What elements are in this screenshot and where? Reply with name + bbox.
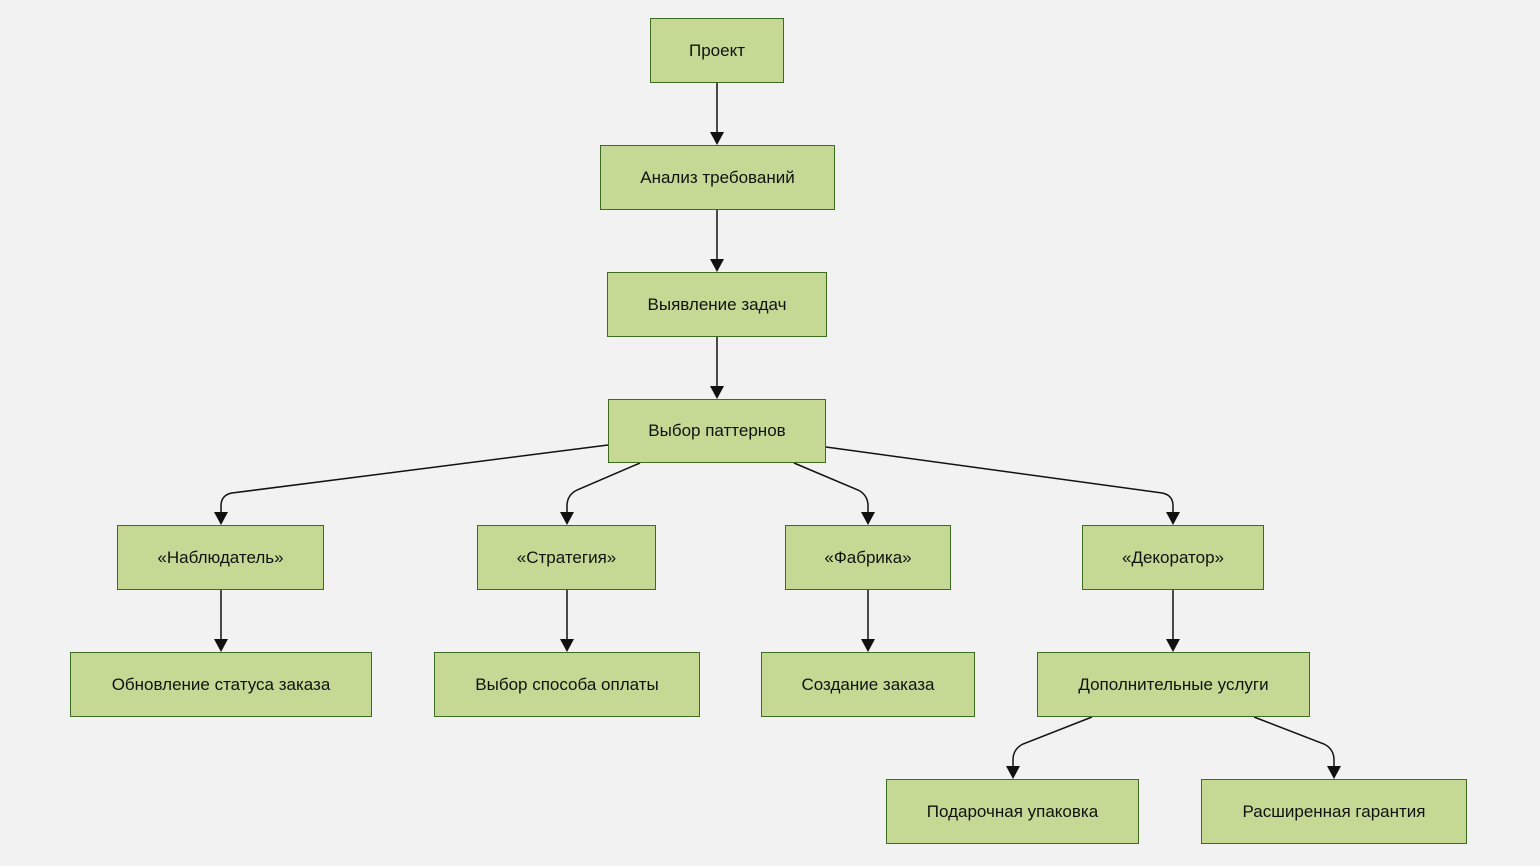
node-requirements-analysis[interactable]: Анализ требований [600,145,835,210]
arrowhead-icon [1166,512,1180,525]
edge-patterns-decorator [825,446,1180,525]
arrowhead-icon [1166,639,1180,652]
edge-extra-services-gift-wrap [1006,716,1093,779]
node-observer[interactable]: «Наблюдатель» [117,525,324,590]
node-extended-warranty[interactable]: Расширенная гарантия [1201,779,1467,844]
edge-project-requirements [710,83,724,145]
node-extra-services[interactable]: Дополнительные услуги [1037,652,1310,717]
node-strategy[interactable]: «Стратегия» [477,525,656,590]
arrowhead-icon [710,132,724,145]
edge-strategy-payment [560,590,574,652]
edge-patterns-observer [214,444,609,525]
arrowhead-icon [560,639,574,652]
arrowhead-icon [214,512,228,525]
arrowhead-icon [1006,766,1020,779]
edge-observer-status-update [214,590,228,652]
node-pattern-selection[interactable]: Выбор паттернов [608,399,826,463]
edge-extra-services-warranty [1253,716,1341,779]
edge-patterns-factory [793,462,875,525]
edge-requirements-tasks [710,210,724,272]
node-status-update[interactable]: Обновление статуса заказа [70,652,372,717]
edge-factory-order-create [861,590,875,652]
arrowhead-icon [861,639,875,652]
edge-patterns-strategy [560,462,641,525]
arrowhead-icon [560,512,574,525]
edge-decorator-extra-services [1166,590,1180,652]
arrowhead-icon [861,512,875,525]
node-gift-wrap[interactable]: Подарочная упаковка [886,779,1139,844]
node-decorator[interactable]: «Декоратор» [1082,525,1264,590]
node-payment-method[interactable]: Выбор способа оплаты [434,652,700,717]
node-project[interactable]: Проект [650,18,784,83]
arrowhead-icon [710,259,724,272]
node-factory[interactable]: «Фабрика» [785,525,951,590]
arrowhead-icon [214,639,228,652]
node-order-creation[interactable]: Создание заказа [761,652,975,717]
arrowhead-icon [710,386,724,399]
edge-tasks-patterns [710,337,724,399]
node-task-identification[interactable]: Выявление задач [607,272,827,337]
arrowhead-icon [1327,766,1341,779]
